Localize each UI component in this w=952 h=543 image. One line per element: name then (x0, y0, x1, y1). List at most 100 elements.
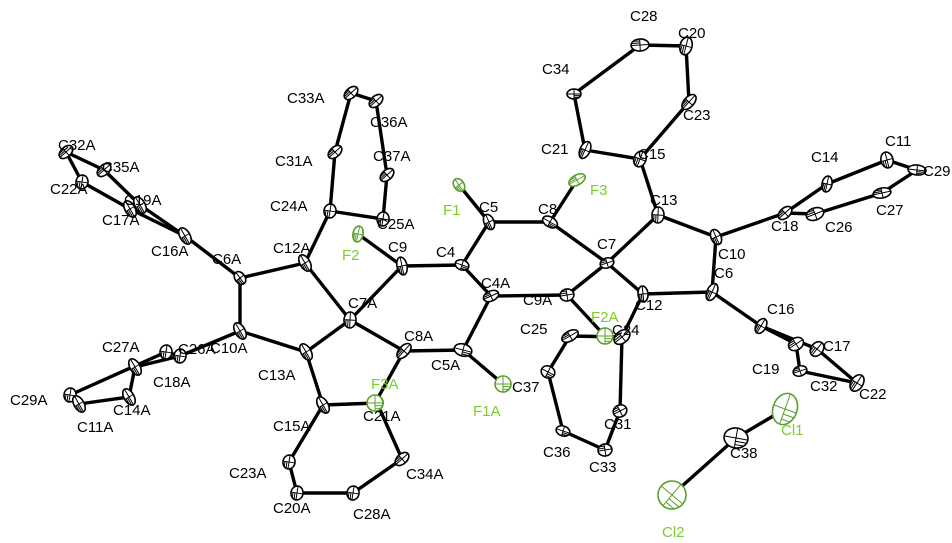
bond-c16a-c17a (128, 207, 187, 238)
atom-label-c24: C24 (612, 322, 640, 339)
bond-c9a-f2a (565, 293, 607, 338)
bonds-layer (64, 43, 919, 497)
bond-c16-c17 (759, 324, 819, 351)
atom-c17a (122, 200, 138, 218)
atom-label-c24a: C24A (270, 198, 308, 215)
atom-c33a (343, 85, 359, 101)
atom-label-c6: C6 (714, 265, 733, 282)
bond-c27-c26 (813, 191, 884, 216)
atom-label-c36: C36 (543, 444, 571, 461)
atom-label-c15: C15 (638, 146, 666, 163)
atom-c34a (394, 451, 410, 467)
atom-cl2 (657, 480, 687, 510)
atom-f3 (568, 172, 586, 188)
bond-c21a-c34a (375, 401, 404, 461)
atom-label-c25: C25 (520, 321, 548, 338)
bond-c7a-c8a (348, 318, 406, 353)
atom-label-c15a: C15A (273, 418, 311, 435)
bond-c5-c4 (460, 220, 491, 267)
atom-c10 (709, 228, 723, 246)
atom-label-c29: C29 (923, 163, 951, 180)
atom-c14 (821, 175, 833, 193)
atom-f1 (452, 177, 466, 193)
bond-c24a-c31a (328, 150, 337, 213)
atom-label-c8a: C8A (404, 328, 433, 345)
atom-c26 (805, 206, 825, 222)
atom-label-c35a: C35A (102, 159, 140, 176)
atom-c27 (872, 186, 892, 200)
bond-c15-c13 (638, 157, 660, 217)
bond-c8a-c5a (402, 348, 465, 353)
atom-label-c13: C13 (650, 192, 678, 209)
atom-c7 (599, 256, 615, 270)
atom-c6a (233, 270, 247, 286)
atom-label-c23: C23 (683, 107, 711, 124)
bond-c36a-c37a (374, 99, 389, 177)
atom-c16 (754, 317, 768, 335)
atom-label-c27a: C27A (102, 339, 140, 356)
bond-c12a-c24a (303, 209, 332, 265)
atom-label-c9: C9 (388, 239, 407, 256)
atom-label-c26a: C26A (178, 341, 216, 358)
atom-label-f2a: F2A (591, 309, 619, 326)
atom-label-c18: C18 (771, 218, 799, 235)
bond-c14-c11 (825, 158, 889, 186)
atom-label-c12a: C12A (273, 240, 311, 257)
bond-c6-c12 (641, 290, 714, 296)
atom-c36a (368, 93, 384, 109)
atom-c25 (561, 328, 579, 344)
bond-c4a-c9a (489, 293, 569, 298)
atom-c36 (555, 424, 571, 438)
bond-c12a-c6a (238, 261, 307, 280)
atom-c5a (453, 342, 473, 358)
atom-label-c7: C7 (597, 236, 616, 253)
bond-c13-c10 (656, 213, 718, 239)
atom-c9a (559, 288, 575, 302)
atom-c20a (290, 485, 304, 501)
atom-label-c37a: C37A (373, 148, 411, 165)
bond-c7a-c12a (303, 261, 352, 322)
atom-c14a (121, 388, 137, 406)
bond-c6-c16 (710, 290, 763, 328)
atom-c10a (232, 322, 248, 340)
atom-c12 (637, 285, 649, 303)
atom-label-c19a: C19A (124, 192, 162, 209)
atom-label-c18a: C18A (153, 374, 191, 391)
bond-c31-c24 (618, 335, 624, 413)
atom-label-c21a: C21A (363, 408, 401, 425)
atom-c9 (395, 256, 409, 276)
bond-c9-c7a (348, 264, 404, 322)
bond-c7-c9a (565, 261, 609, 297)
atom-label-c13a: C13A (258, 367, 296, 384)
atom-c37 (540, 364, 556, 380)
atom-c12a (297, 254, 313, 272)
atom-label-c27: C27 (876, 202, 904, 219)
atom-label-c32a: C32A (58, 137, 96, 154)
atom-c26a (173, 348, 187, 364)
atom-c24 (613, 328, 631, 346)
atom-c11a (71, 395, 87, 413)
atom-c16a (177, 227, 193, 245)
atom-c8a (396, 342, 412, 360)
atom-c24a (323, 203, 337, 219)
bond-c22a-c17a (80, 180, 132, 211)
atom-label-c11: C11 (885, 133, 911, 150)
bond-c4-c9 (400, 263, 464, 268)
atom-c7a (343, 311, 357, 329)
bond-c6a-c16a (183, 234, 242, 280)
atom-label-cl2: Cl2 (662, 524, 685, 541)
atom-label-c33: C33 (589, 459, 617, 476)
bond-c23-c15 (638, 100, 691, 161)
atom-c15a (315, 396, 331, 414)
atom-label-c28: C28 (630, 8, 658, 25)
bond-c10a-c13a (238, 329, 308, 354)
atom-label-f3: F3 (590, 182, 608, 199)
atom-c23a (282, 454, 296, 470)
atom-label-c21: C21 (541, 141, 569, 158)
atom-f2 (352, 225, 364, 243)
atom-label-c6a: C6A (212, 251, 241, 268)
atom-c17 (809, 340, 825, 358)
atom-c29 (907, 164, 927, 176)
atom-label-c11a: C11A (77, 419, 113, 436)
